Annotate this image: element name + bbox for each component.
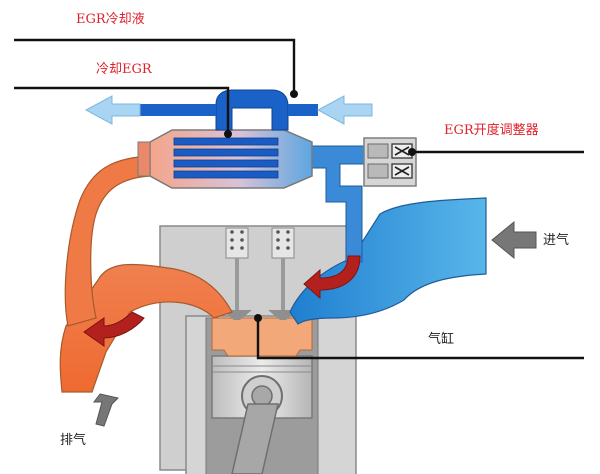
label-cylinder: 气缸	[428, 332, 455, 347]
label-exhaust: 排气	[60, 433, 87, 448]
leader-lines	[14, 38, 584, 360]
combustion-chamber	[211, 317, 313, 357]
cooler-tubes	[173, 137, 279, 179]
coolant-out-arrow	[84, 95, 141, 125]
leader-cooled-egr	[14, 86, 230, 134]
label-cooled-egr: 冷却EGR	[96, 62, 152, 77]
coolant-loop	[122, 89, 318, 131]
coolant-in-arrow	[316, 95, 373, 125]
egr-valve	[363, 137, 417, 187]
label-egr-coolant: EGR冷却液	[76, 12, 145, 27]
connecting-rod	[231, 403, 279, 474]
label-egr-valve: EGR开度调整器	[444, 123, 539, 138]
label-intake: 进气	[543, 233, 570, 248]
intake-flow-arrow	[303, 255, 361, 300]
leader-egr-coolant	[14, 38, 296, 92]
exhaust-out-arrow	[93, 393, 119, 427]
intake-air-arrow	[491, 220, 537, 260]
leader-dots	[224, 90, 416, 322]
exhaust-manifold	[59, 263, 233, 393]
leader-cylinder	[256, 316, 584, 360]
valve-train	[222, 227, 298, 320]
exhaust-flow-arrow	[83, 311, 145, 347]
intake-manifold	[289, 197, 487, 325]
